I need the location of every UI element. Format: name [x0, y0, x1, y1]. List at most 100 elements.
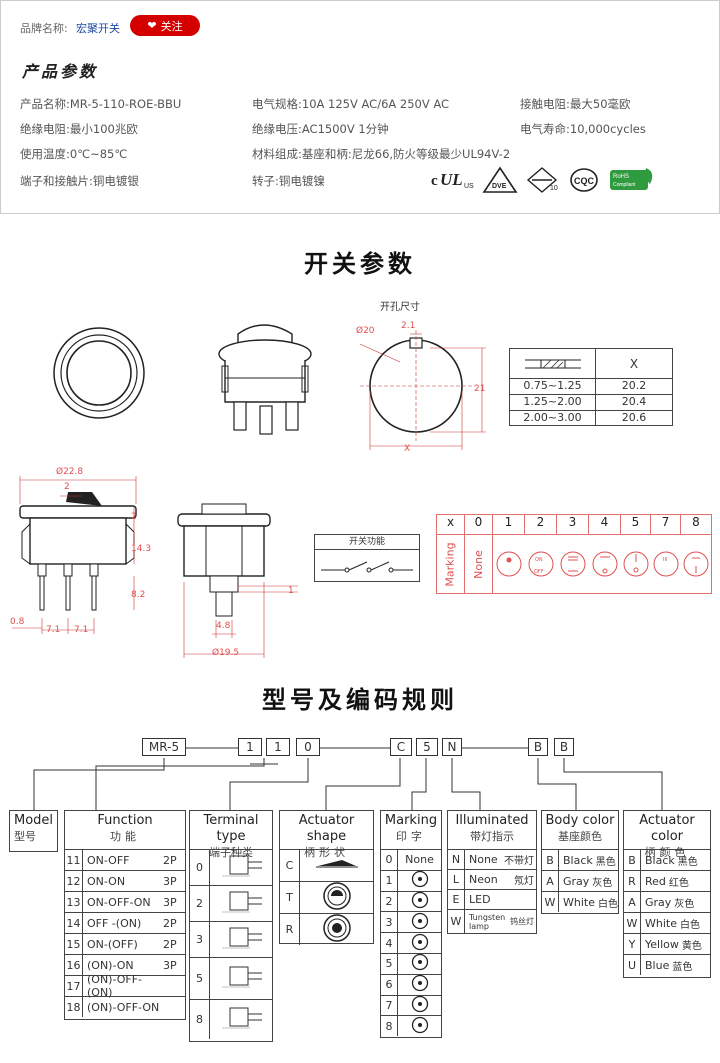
function-name: (ON)-OFF-ON [87, 1000, 160, 1014]
actuator-color-en: Black [645, 853, 675, 867]
body-color-en: White [563, 895, 595, 909]
rocker-t-icon [322, 882, 351, 910]
function-code: 15 [65, 934, 83, 954]
terminal-drawing-icon [222, 1007, 262, 1029]
actuator-color-en: Blue [645, 958, 670, 972]
dim-phi22-8: Ø22.8 [56, 467, 84, 477]
svg-text:US: US [464, 183, 474, 190]
illuminated-en: Tungsten lamp [469, 912, 506, 931]
marking-code: 2 [525, 515, 557, 534]
x-table-header: X [629, 356, 639, 371]
marking-row: 3 [381, 911, 441, 933]
dim-1: 1 [288, 586, 294, 596]
heading-switch-params: 开关参数 [304, 250, 416, 278]
x-table-value: 20.2 [621, 379, 647, 392]
marking-code: 6 [381, 974, 398, 995]
actuator-shape-code: R [280, 914, 300, 945]
marking-off-text: OFF [534, 569, 544, 575]
function-poles: 2P [163, 853, 177, 867]
terminal-code: 8 [190, 1000, 210, 1039]
follow-button[interactable]: ❤ 关注 [130, 15, 200, 36]
terminal-code: 3 [190, 922, 210, 957]
dim-phi20: Ø20 [356, 326, 375, 336]
svg-text:c: c [431, 173, 438, 189]
illuminated-en: Illuminated [455, 813, 529, 828]
function-en: Function [97, 813, 153, 828]
actuator-color-zh: 黑色 [677, 856, 698, 868]
marking-symbol-icon [411, 891, 428, 909]
code-body-color: B [528, 738, 548, 756]
param-contact-resistance: 接触电阻:最大50毫欧 [520, 97, 631, 111]
function-row: 17(ON)-OFF-(ON) [65, 973, 185, 999]
rocker-r-icon [322, 914, 351, 942]
actuator-shape-row: T [280, 881, 373, 913]
actuator-shape-row: C [280, 849, 373, 881]
switch-function-box: 开关功能 [314, 534, 420, 582]
marking-row: 4 [381, 932, 441, 953]
function-name: ON-ON [87, 874, 126, 888]
illuminated-zh: 不带灯 [504, 856, 534, 867]
marking-row: 6 [381, 973, 441, 995]
dim-7-1a: 7.1 [46, 625, 61, 635]
dim-4-8: 4.8 [216, 621, 231, 631]
actuator-color-en: Gray [645, 895, 672, 909]
marking-code: 3 [381, 912, 398, 933]
marking-symbols: ON OFF ⅠⅡ [496, 551, 709, 577]
param-terminal: 端子和接触片:铜电镀银 [20, 174, 139, 188]
marking-symbol-icon [411, 975, 428, 992]
illuminated-code: W [448, 910, 465, 933]
terminal-code: 5 [190, 958, 210, 999]
actuator-color-zh: 红色 [668, 877, 689, 889]
function-code: 18 [65, 997, 83, 1017]
switch-function-label: 开关功能 [315, 535, 419, 550]
actuator-shape-code: T [280, 882, 300, 913]
rocker-c-icon [315, 860, 358, 868]
brand-label: 品牌名称: [20, 22, 68, 35]
illuminated-en: Neon [469, 873, 498, 886]
marking-symbol-icon [411, 871, 428, 888]
cutout-drawing [359, 330, 486, 450]
svg-text:UL: UL [440, 170, 463, 189]
marking-code: 3 [557, 515, 589, 534]
terminal-drawing-icon [222, 966, 262, 988]
marking-code: 8 [692, 515, 700, 529]
cutout-label: 开孔尺寸 [380, 302, 420, 313]
function-name: ON-OFF [87, 853, 130, 867]
marking-code: 2 [381, 891, 398, 912]
actuator-color-code: B [624, 850, 641, 870]
enec-logo: 10 [526, 167, 558, 193]
function-poles: 2P [163, 937, 177, 951]
x-dimension-table: X 0.75~1.25 20.2 1.25~2.00 20.4 2.00~3.0… [509, 348, 673, 426]
actuator-color-zh: 灰色 [674, 898, 695, 910]
marking-code: 5 [621, 515, 651, 534]
front-view-drawing [53, 327, 145, 419]
dim-14-3: 14.3 [131, 544, 152, 554]
actuator-color-zh: 蓝色 [672, 961, 693, 973]
heart-icon: ❤ [147, 19, 157, 32]
actuator-color-en: Red [645, 874, 666, 888]
code-marking: 5 [416, 738, 438, 756]
marking-row: 8 [381, 1015, 441, 1037]
code-model: MR-5 [142, 738, 186, 756]
function-code: 12 [65, 871, 83, 891]
marking-code: 8 [381, 1016, 398, 1037]
terminal-drawing-icon [222, 891, 262, 913]
side-view-drawing [12, 476, 137, 634]
marking-code: 7 [651, 515, 681, 534]
param-rotor: 转子:铜电镀镍 [252, 174, 325, 188]
marking-code: 0 [465, 515, 493, 534]
switch-circuit-icon [321, 561, 413, 573]
dim-x: X [404, 444, 411, 454]
follow-button-label: 关注 [160, 19, 183, 33]
illuminated-zh: 带灯指示 [470, 830, 514, 843]
dim-2-1: 2.1 [401, 321, 416, 331]
brand-name-link[interactable]: 宏聚开关 [76, 22, 120, 35]
illuminated-zh: 钨丝灯 [510, 917, 534, 926]
